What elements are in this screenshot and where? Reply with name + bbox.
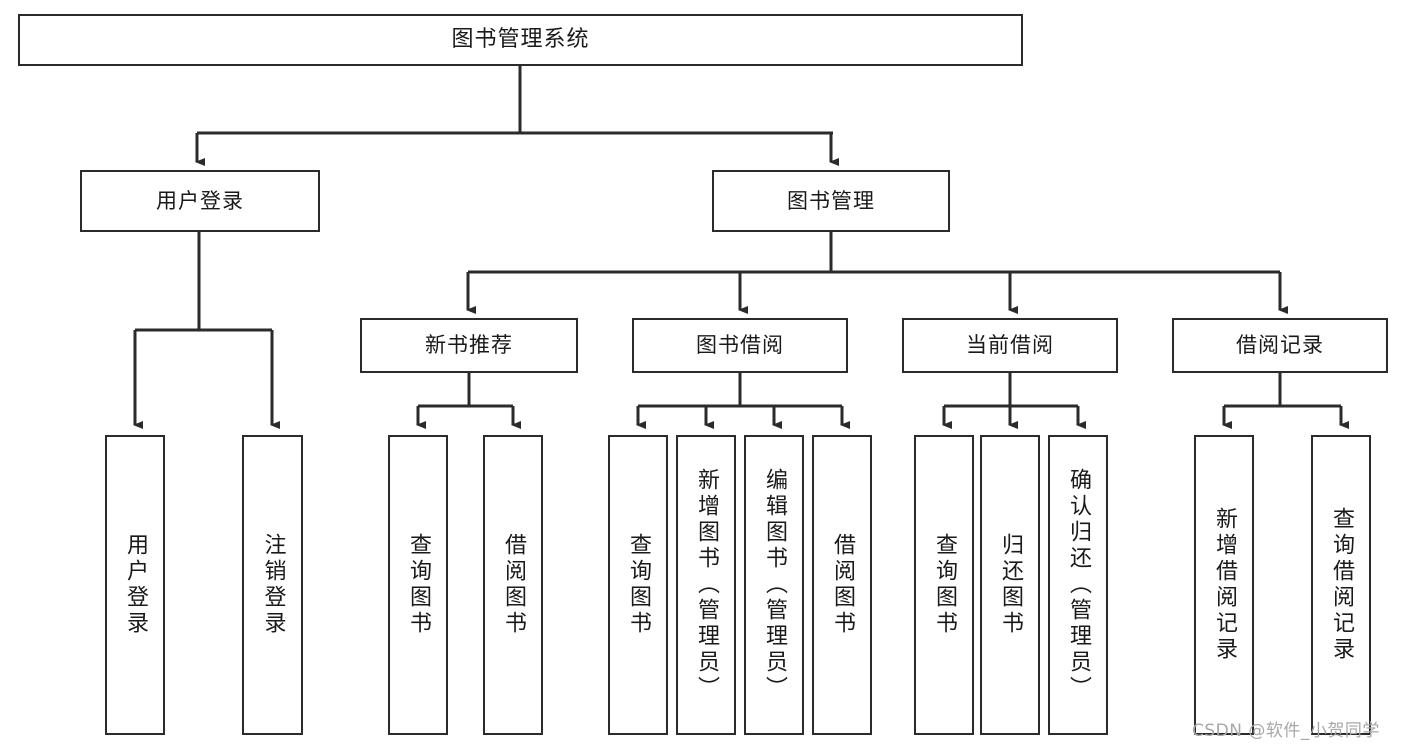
- leaf-confirm-return-admin[interactable]: 确认归还（管理员）: [1048, 435, 1108, 735]
- leaf-logout[interactable]: 注销登录: [242, 435, 303, 735]
- node-label: 用户登录: [156, 188, 244, 213]
- node-label: 图书管理: [787, 188, 875, 213]
- node-label: 图书借阅: [696, 333, 784, 358]
- leaf-query-book-recommend[interactable]: 查询图书: [388, 435, 448, 735]
- watermark-text: CSDN @软件_小贺同学: [1192, 721, 1380, 741]
- leaf-query-book-current[interactable]: 查询图书: [914, 435, 974, 735]
- node-book-borrow[interactable]: 图书借阅: [632, 318, 848, 373]
- node-book-management[interactable]: 图书管理: [712, 170, 950, 232]
- node-current-borrow[interactable]: 当前借阅: [902, 318, 1118, 373]
- leaf-edit-book-admin[interactable]: 编辑图书（管理员）: [744, 435, 804, 735]
- leaf-return-book[interactable]: 归还图书: [980, 435, 1040, 735]
- node-label: 归还图书: [998, 533, 1023, 637]
- node-label: 借阅记录: [1236, 333, 1324, 358]
- node-new-book-recommend[interactable]: 新书推荐: [360, 318, 578, 373]
- node-label: 借阅图书: [501, 533, 526, 637]
- node-label: 新书推荐: [425, 333, 513, 358]
- node-label: 编辑图书（管理员）: [762, 468, 787, 702]
- node-label: 注销登录: [260, 533, 286, 637]
- node-label: 确认归还（管理员）: [1066, 468, 1091, 702]
- leaf-add-book-admin[interactable]: 新增图书（管理员）: [676, 435, 736, 735]
- node-user-login[interactable]: 用户登录: [80, 170, 320, 232]
- node-label: 借阅图书: [830, 533, 855, 637]
- leaf-query-borrow-record[interactable]: 查询借阅记录: [1311, 435, 1371, 735]
- leaf-user-login[interactable]: 用户登录: [105, 435, 165, 735]
- leaf-query-book-borrow[interactable]: 查询图书: [608, 435, 668, 735]
- leaf-add-borrow-record[interactable]: 新增借阅记录: [1194, 435, 1254, 735]
- node-borrow-record[interactable]: 借阅记录: [1172, 318, 1388, 373]
- node-label: 查询图书: [932, 533, 957, 637]
- node-label: 新增图书（管理员）: [694, 468, 719, 702]
- leaf-borrow-book[interactable]: 借阅图书: [812, 435, 872, 735]
- node-label: 查询借阅记录: [1329, 507, 1354, 663]
- node-label: 新增借阅记录: [1212, 507, 1237, 663]
- node-root-system[interactable]: 图书管理系统: [18, 14, 1023, 66]
- node-label: 查询图书: [406, 533, 431, 637]
- node-label: 图书管理系统: [451, 27, 590, 53]
- node-label: 查询图书: [626, 533, 651, 637]
- node-label: 当前借阅: [966, 333, 1054, 358]
- node-label: 用户登录: [123, 533, 148, 637]
- leaf-borrow-book-recommend[interactable]: 借阅图书: [483, 435, 543, 735]
